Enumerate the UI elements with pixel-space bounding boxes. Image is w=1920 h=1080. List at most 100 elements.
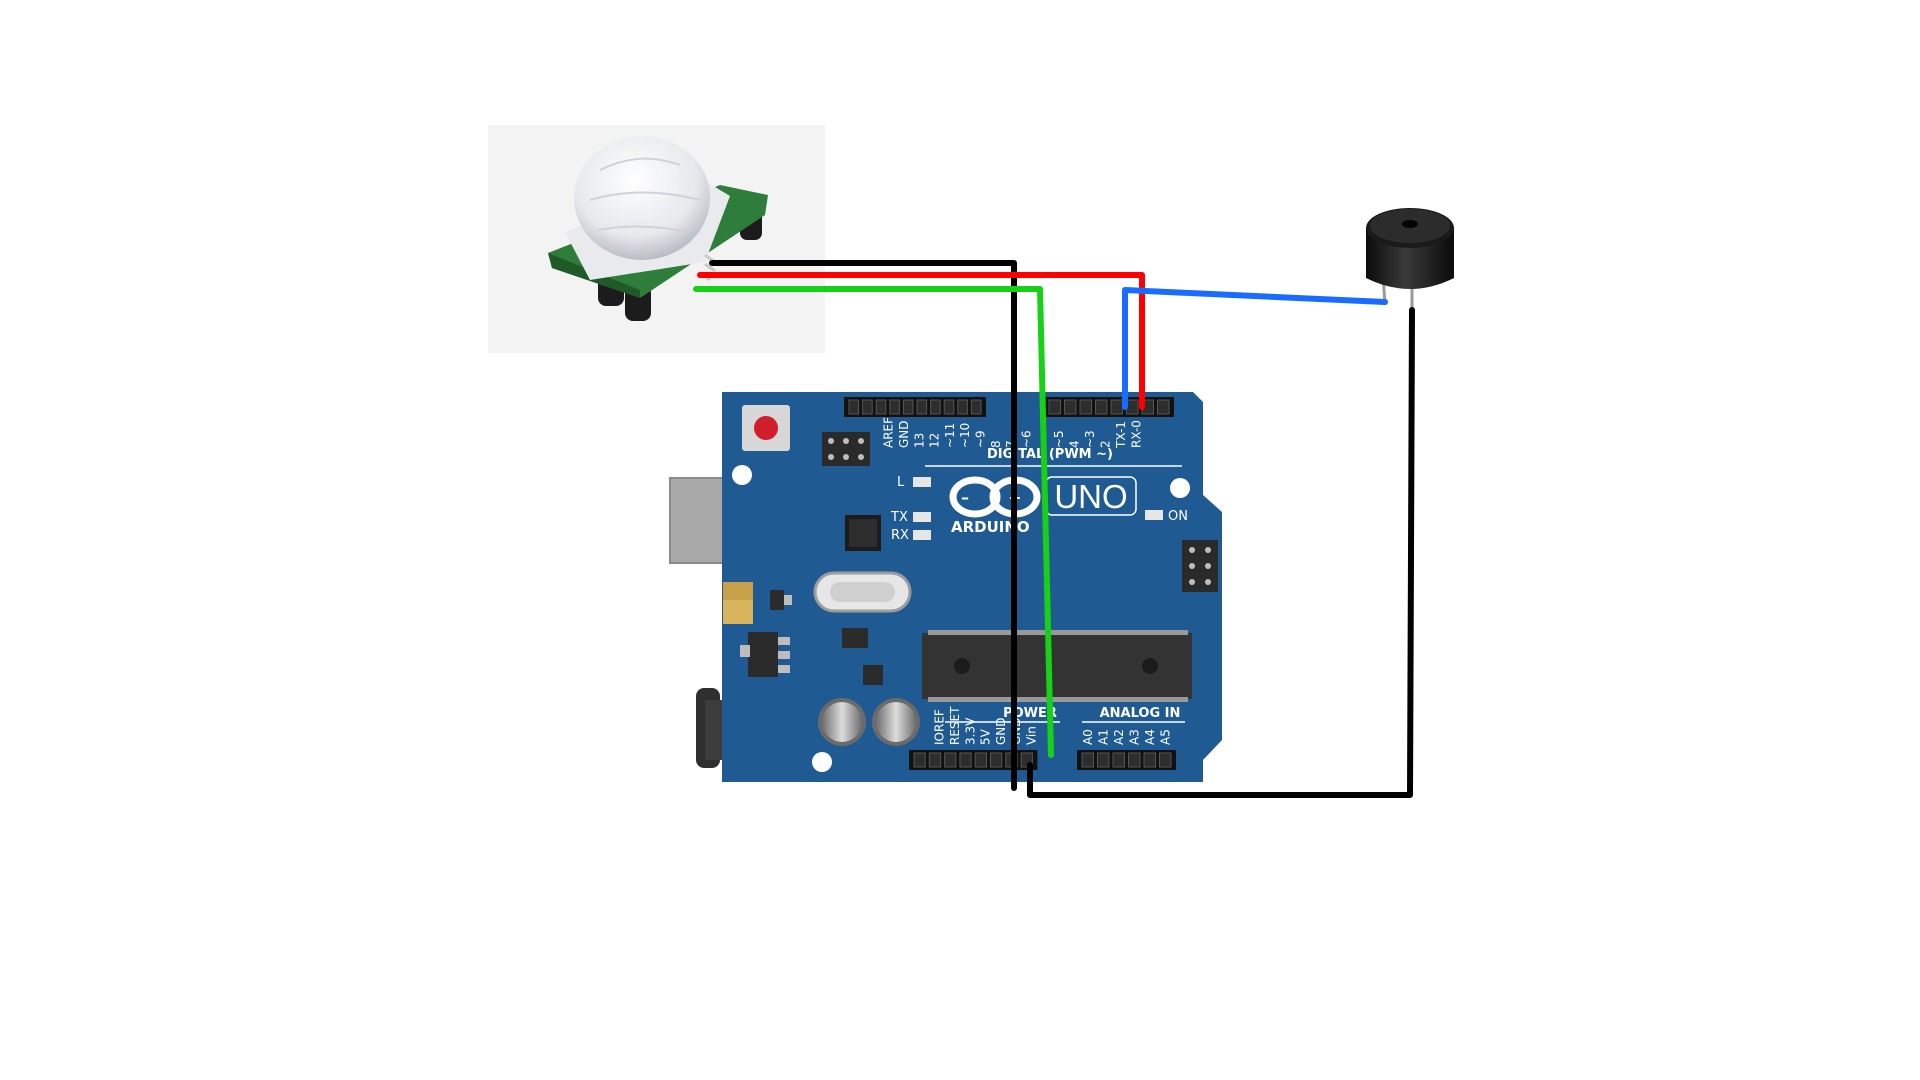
pin-label: ~6 <box>1019 430 1033 448</box>
digital-low-housing <box>1044 397 1174 417</box>
analog-socket <box>1143 752 1156 768</box>
digital-high-socket <box>889 399 900 415</box>
power-socket <box>974 752 988 768</box>
wire-black-buzzer-gnd <box>1027 307 1415 798</box>
digital-header-label: DIGITAL (PWM ~) <box>987 447 1113 462</box>
svg-text:L: L <box>897 475 905 490</box>
digital-high-socket <box>970 399 982 415</box>
power-pin-header <box>909 750 1038 770</box>
pin-label: 4 <box>1068 440 1082 448</box>
pin-label: GND <box>897 420 911 448</box>
pin-label: TX-1 <box>1114 421 1128 449</box>
digital-high-socket <box>862 399 873 415</box>
pin-label: RX-0 <box>1130 420 1144 448</box>
pin-label: ~5 <box>1052 430 1066 448</box>
wire-black-pir-gnd <box>709 260 1017 791</box>
model-label: UNO <box>1054 478 1127 515</box>
pin-label: 8 <box>989 440 1003 448</box>
power-socket <box>913 752 926 768</box>
piezo-buzzer <box>1366 208 1454 310</box>
power-socket <box>944 752 957 768</box>
usb-interface-chip <box>845 515 881 551</box>
svg-text:ON: ON <box>1168 509 1188 524</box>
wires <box>693 260 1415 798</box>
pir-motion-sensor <box>488 125 825 353</box>
icsp-header-usb <box>822 432 870 466</box>
pin-label: 12 <box>928 433 942 448</box>
electrolytic-capacitor <box>872 698 920 746</box>
pin-label: 2 <box>1099 440 1113 448</box>
analog-socket <box>1112 752 1125 768</box>
svg-text:TX: TX <box>890 510 908 525</box>
wire-red-pir-vcc <box>697 272 1145 410</box>
pin-label: AREF <box>882 417 896 448</box>
mounting-hole <box>812 752 832 772</box>
pin-label: A5 <box>1158 729 1172 745</box>
pin-label: A2 <box>1112 729 1126 745</box>
power-housing <box>909 750 1038 770</box>
icsp-header-right <box>1182 540 1218 592</box>
brand-label: ARDUINO <box>951 518 1030 536</box>
pin-label: ~11 <box>943 423 957 448</box>
pin-label: ~10 <box>958 423 972 448</box>
led-rx: RX <box>891 528 931 543</box>
pin-label: RESET <box>948 706 962 745</box>
electrolytic-capacitor <box>818 698 866 746</box>
pin-label: A4 <box>1143 729 1157 745</box>
digital-low-socket <box>1095 399 1108 415</box>
pin-label: A0 <box>1081 729 1095 745</box>
digital-high-socket <box>930 399 941 415</box>
mounting-hole <box>732 465 752 485</box>
transistor <box>770 590 792 610</box>
pin-label: ~9 <box>973 430 987 448</box>
digital-high-socket <box>848 399 860 415</box>
digital-low-socket <box>1110 399 1123 415</box>
led-tx: TX <box>890 510 931 525</box>
led-l: L <box>897 475 931 490</box>
digital-high-socket <box>916 399 928 415</box>
pin-label: A3 <box>1127 729 1141 745</box>
pin-label: 3.3V <box>963 717 977 745</box>
analog-socket <box>1159 752 1172 768</box>
pin-label: 13 <box>912 433 926 448</box>
digital-high-socket <box>957 399 968 415</box>
power-socket <box>928 752 942 768</box>
pin-label: A1 <box>1096 729 1110 745</box>
digital-high-socket <box>943 399 955 415</box>
analog-socket <box>1097 752 1110 768</box>
pin-label: Vin <box>1024 726 1038 745</box>
power-socket <box>990 752 1003 768</box>
wire-blue-buzzer <box>1122 287 1388 410</box>
analog-socket <box>1128 752 1141 768</box>
led-on: ON <box>1145 509 1188 524</box>
mounting-hole <box>1170 478 1190 498</box>
digital-low-socket <box>1126 399 1139 415</box>
analog-pin-header <box>1077 750 1176 770</box>
pin-label: GND <box>994 717 1008 745</box>
tantalum-capacitor <box>723 582 753 624</box>
pin-label: ~3 <box>1083 430 1097 448</box>
arduino-uno: L TX RX ON – + ARDUINO UNO DIGITAL (PWM … <box>669 392 1222 782</box>
svg-text:–: – <box>961 488 969 507</box>
digital-low-socket <box>1157 399 1170 415</box>
pin-label: IOREF <box>933 709 947 745</box>
digital-high-socket <box>902 399 914 415</box>
reset-button <box>742 405 790 451</box>
digital-low-socket <box>1079 399 1092 415</box>
svg-text:RX: RX <box>891 528 909 543</box>
digital-high-socket <box>875 399 887 415</box>
digital-low-socket <box>1064 399 1077 415</box>
power-socket <box>959 752 972 768</box>
wire-green-pir-out <box>693 286 1054 758</box>
digital-low-socket <box>1048 399 1061 415</box>
pin-label: 5V <box>979 728 993 745</box>
small-ic <box>842 628 883 685</box>
analog-header-label: ANALOG IN <box>1100 706 1181 721</box>
voltage-regulator <box>740 632 790 677</box>
power-socket <box>1020 752 1033 768</box>
atmega328-chip <box>922 630 1192 702</box>
analog-socket <box>1081 752 1094 768</box>
